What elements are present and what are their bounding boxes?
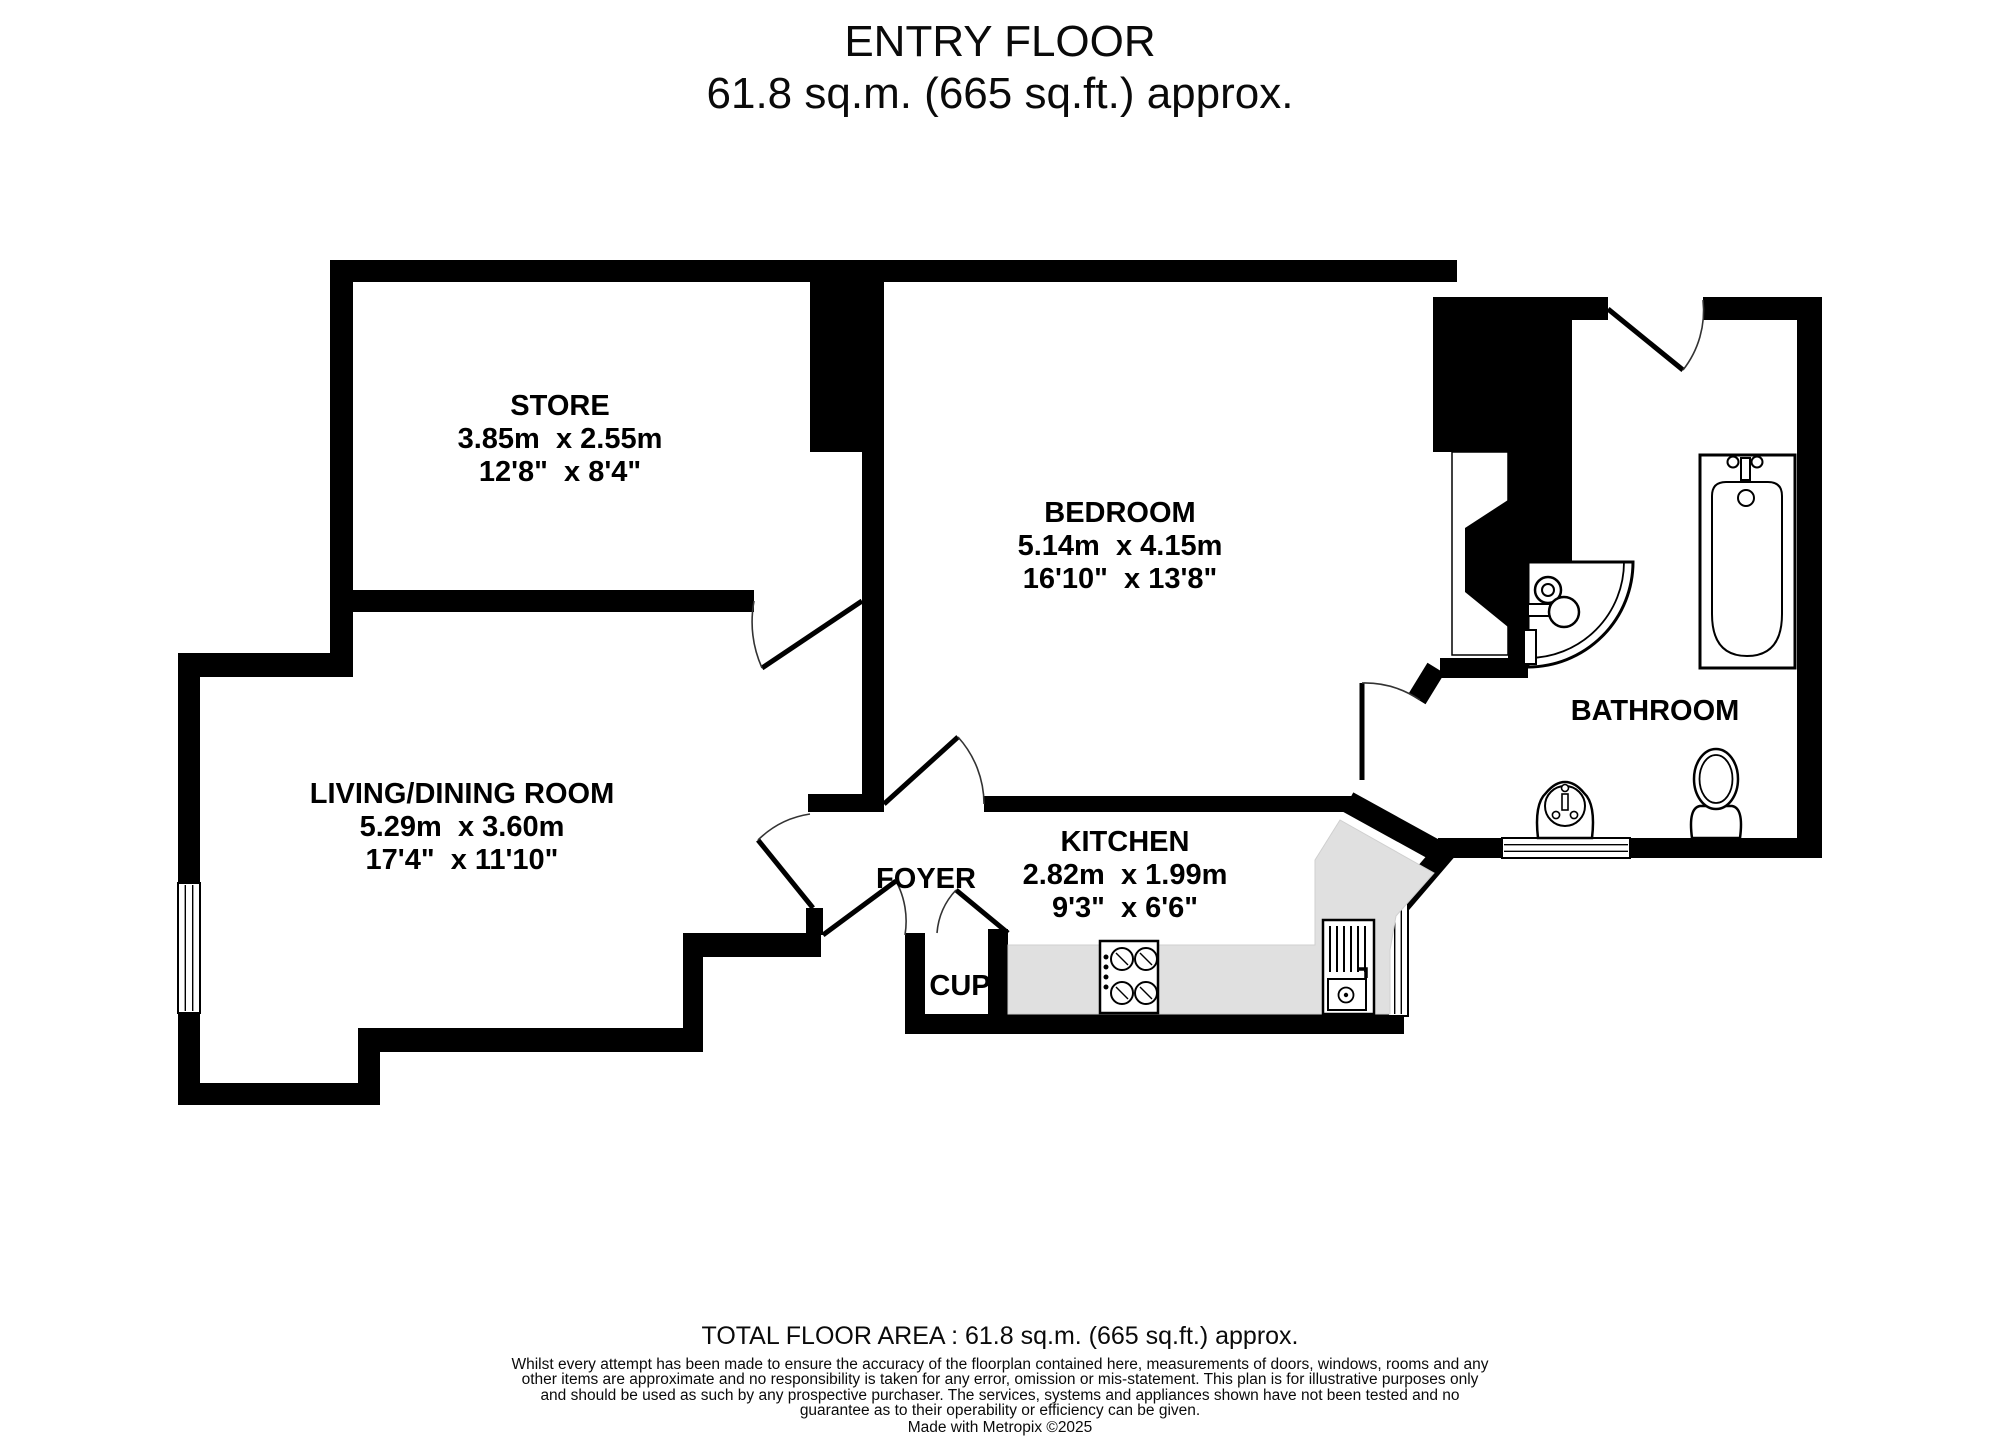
wall-diagonal — [1342, 792, 1452, 866]
wall-segment — [806, 908, 823, 935]
wall-segment — [703, 933, 821, 957]
bedroom-label: BEDROOM — [1044, 497, 1195, 529]
wall-segment — [808, 794, 884, 812]
wall-segment — [330, 260, 1457, 282]
wall-segment-chimney — [1433, 297, 1572, 452]
doors — [751, 299, 1705, 938]
stove-icon — [1098, 939, 1160, 1015]
wall-segment — [905, 933, 925, 1020]
store-label: STORE — [510, 390, 609, 422]
wall-segment — [178, 1083, 380, 1105]
window-bathroom — [1501, 837, 1631, 859]
wall-recess-notch — [1465, 500, 1508, 627]
living-foyer-door — [756, 813, 815, 910]
bedroom-door — [882, 735, 985, 806]
wall-segment — [1438, 838, 1502, 858]
kitchen-label: KITCHEN — [1061, 826, 1190, 858]
bathroom-label: BATHROOM — [1571, 695, 1740, 727]
windows — [177, 837, 1631, 1017]
bedroom-imperial: 16'10" x 13'8" — [1023, 563, 1218, 595]
wall-segment — [1630, 838, 1822, 858]
wall-segment — [358, 1028, 703, 1052]
living-imperial: 17'4" x 11'10" — [366, 844, 559, 876]
kitchen-imperial: 9'3" x 6'6" — [1052, 892, 1198, 924]
room-labels: STORE 3.85m x 2.55m 12'8" x 8'4" BEDROOM… — [310, 390, 1740, 1002]
wall-segment — [810, 282, 862, 452]
cup-label: CUP — [929, 970, 990, 1002]
wall-segment — [1797, 297, 1822, 858]
metropix-credit: Made with Metropix ©2025 — [907, 1418, 1093, 1436]
entry-door — [821, 878, 907, 938]
bathroom-sink-icon — [1535, 780, 1595, 840]
toilet-icon — [1689, 747, 1743, 840]
cupboard-door — [936, 888, 1010, 935]
bedroom-metric: 5.14m x 4.15m — [1018, 530, 1223, 562]
wall-segment — [1703, 297, 1822, 320]
plan-area-subtitle: 61.8 sq.m. (665 sq.ft.) approx. — [706, 69, 1294, 118]
wall-segment — [178, 653, 353, 677]
wall-segment — [683, 933, 703, 1052]
wall-segment — [988, 929, 1008, 1020]
wall-segment — [178, 653, 200, 1105]
footer: TOTAL FLOOR AREA : 61.8 sq.m. (665 sq.ft… — [0, 1322, 2000, 1436]
plan-title-block: ENTRY FLOOR 61.8 sq.m. (665 sq.ft.) appr… — [0, 16, 2000, 120]
total-floor-area: TOTAL FLOOR AREA : 61.8 sq.m. (665 sq.ft… — [701, 1322, 1299, 1350]
wall-segment — [353, 590, 754, 612]
bathroom-door — [1606, 299, 1705, 372]
wall-segment — [905, 1014, 1404, 1034]
store-imperial: 12'8" x 8'4" — [479, 456, 641, 488]
shower-icon — [1523, 560, 1635, 669]
wall-segment — [330, 260, 353, 677]
foyer-label: FOYER — [876, 863, 976, 895]
store-door — [751, 598, 864, 671]
bedroom-lobby-door — [1359, 682, 1421, 780]
living-metric: 5.29m x 3.60m — [360, 811, 565, 843]
kitchen-metric: 2.82m x 1.99m — [1023, 859, 1228, 891]
plan-title: ENTRY FLOOR — [844, 17, 1156, 66]
wall-segment — [1508, 452, 1572, 565]
walls — [178, 260, 1822, 1105]
wall-segment — [984, 796, 1352, 812]
wall-segment — [1440, 658, 1528, 678]
kitchen-fixtures — [1007, 819, 1435, 1016]
bathtub-icon — [1698, 453, 1797, 670]
living-label: LIVING/DINING ROOM — [310, 778, 615, 810]
window-living — [177, 882, 201, 1014]
wall-segment — [862, 260, 884, 812]
wall-diagonal — [1408, 662, 1445, 705]
disclaimer-text: Whilst every attempt has been made to en… — [511, 1356, 1489, 1420]
bathroom-fixtures — [1523, 453, 1797, 840]
kitchen-sink-icon — [1321, 918, 1376, 1016]
store-metric: 3.85m x 2.55m — [458, 423, 663, 455]
